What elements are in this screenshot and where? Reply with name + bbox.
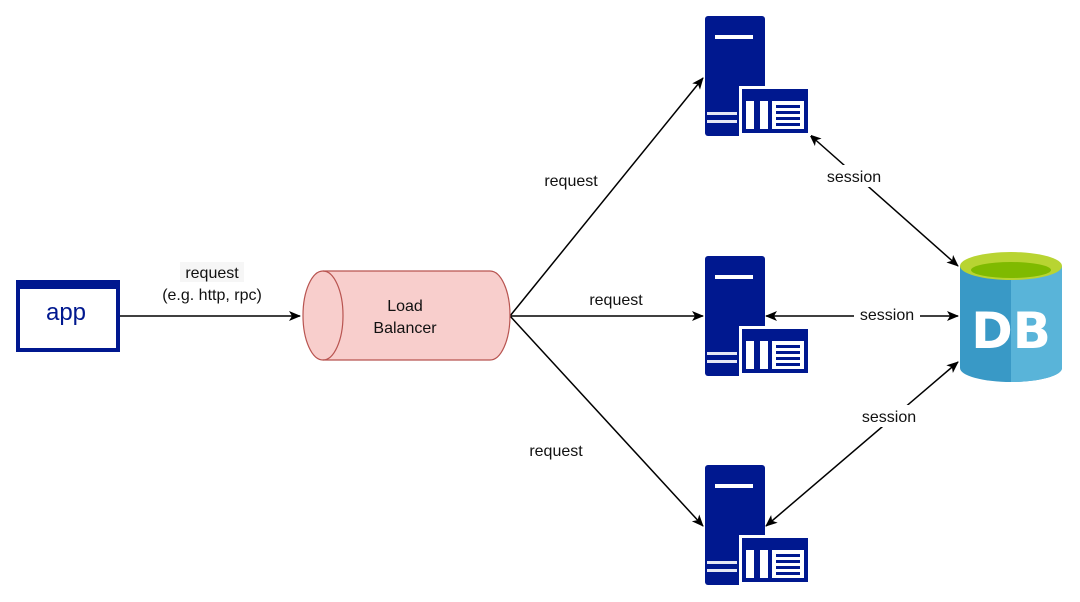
session-label-top: session <box>827 169 881 186</box>
session-label-middle: session <box>860 307 914 324</box>
app-edge-label-line1: request <box>185 265 239 282</box>
edge-session-bottom <box>765 361 959 527</box>
load-balancer-label-line1: Load <box>387 298 423 315</box>
database-node[interactable]: DB <box>960 252 1062 382</box>
app-label: app <box>46 299 86 326</box>
edge-lb-to-server-bottom <box>509 315 704 527</box>
request-label-top: request <box>544 173 598 190</box>
session-label-middle-bg <box>854 304 920 326</box>
database-icon <box>960 252 1062 382</box>
session-label-bottom-bg <box>855 405 923 427</box>
edge-session-top <box>809 134 959 267</box>
server-bottom[interactable] <box>705 465 811 585</box>
database-label: DB <box>971 302 1051 360</box>
app-edge-label-bg <box>180 262 244 282</box>
request-label-middle: request <box>589 292 643 309</box>
session-label-bottom: session <box>862 409 916 426</box>
request-label-bottom: request <box>529 443 583 460</box>
app-node[interactable]: app <box>16 280 120 352</box>
edge-lb-to-server-top <box>509 77 704 317</box>
load-balancer-label-line2: Balancer <box>373 320 437 337</box>
request-label-middle-bg <box>583 289 649 311</box>
load-balancer[interactable]: Load Balancer <box>302 270 511 361</box>
session-label-top-bg <box>820 165 888 187</box>
app-edge-label-line2: (e.g. http, rpc) <box>162 287 262 304</box>
server-top[interactable] <box>705 16 811 136</box>
